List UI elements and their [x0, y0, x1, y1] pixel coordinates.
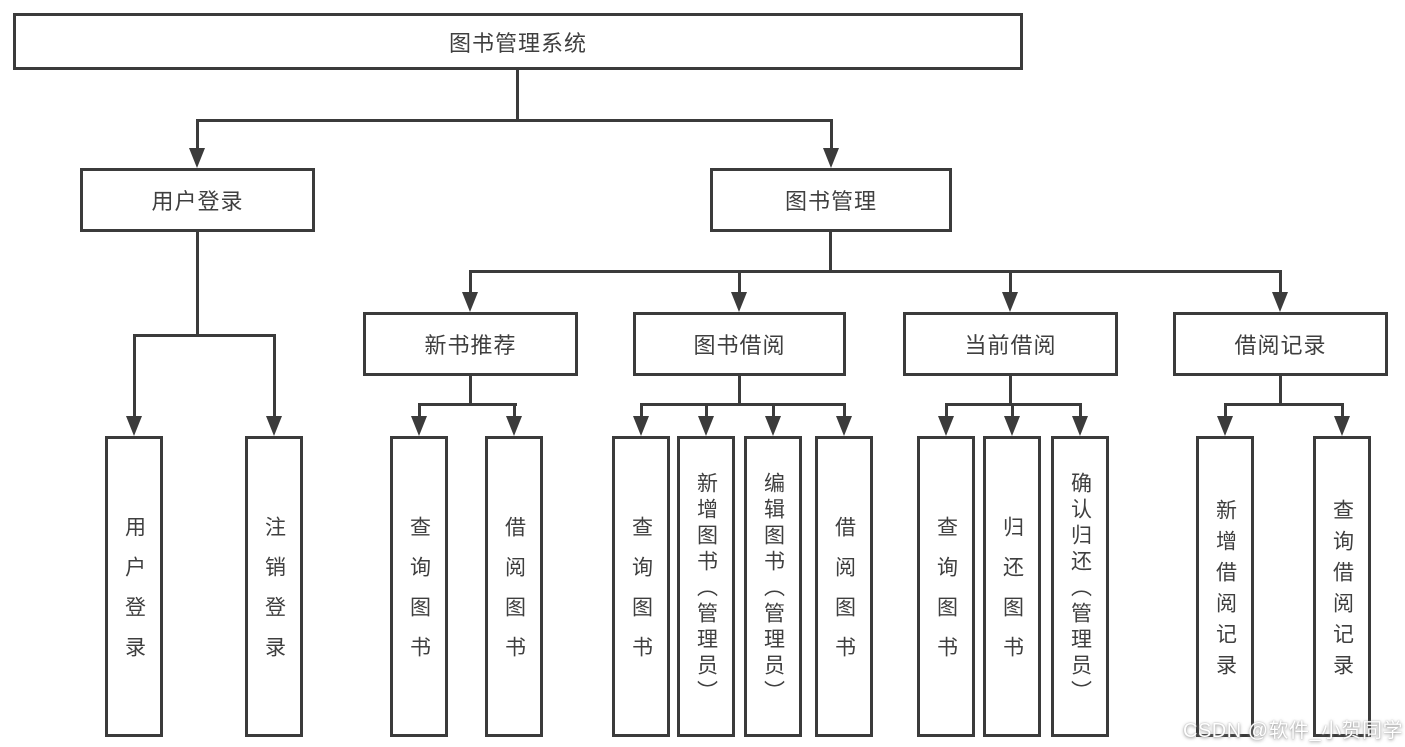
node-leaf-user-login: 用户登录: [105, 436, 163, 737]
arrowhead-icon: [698, 416, 714, 436]
connector-line: [1224, 403, 1227, 418]
connector-line: [1279, 270, 1282, 294]
connector-line: [196, 119, 199, 150]
arrowhead-icon: [765, 416, 781, 436]
node-current-borrow-label: 当前借阅: [964, 333, 1057, 358]
connector-line: [418, 403, 517, 406]
connector-line: [843, 403, 846, 418]
node-borrow-records: 借阅记录: [1173, 312, 1388, 376]
leaf-label: 查询图书: [934, 516, 958, 676]
node-new-book-recommend: 新书推荐: [363, 312, 578, 376]
arrowhead-icon: [126, 416, 142, 436]
leaf-label: 编辑图书（管理员）: [761, 472, 785, 706]
node-book-management: 图书管理: [710, 168, 952, 232]
connector-line: [133, 334, 276, 337]
node-leaf-query-books-current: 查询图书: [917, 436, 975, 737]
node-leaf-edit-books-admin: 编辑图书（管理员）: [744, 436, 802, 737]
arrowhead-icon: [1217, 416, 1233, 436]
node-leaf-add-books-admin: 新增图书（管理员）: [677, 436, 735, 737]
connector-line: [196, 232, 199, 337]
connector-line: [469, 270, 1282, 273]
arrowhead-icon: [411, 416, 427, 436]
arrowhead-icon: [1334, 416, 1350, 436]
node-leaf-borrow-books-recommend: 借阅图书: [485, 436, 543, 737]
node-user-login: 用户登录: [80, 168, 315, 232]
arrowhead-icon: [1272, 292, 1288, 312]
connector-line: [196, 119, 832, 122]
connector-line: [772, 403, 775, 418]
leaf-label: 借阅图书: [832, 516, 856, 676]
node-user-login-label: 用户登录: [151, 189, 244, 214]
connector-line: [830, 119, 833, 150]
arrowhead-icon: [1072, 416, 1088, 436]
connector-line: [1011, 403, 1014, 418]
connector-line: [133, 334, 136, 418]
connector-line: [513, 403, 516, 418]
connector-line: [738, 270, 741, 294]
connector-line: [1341, 403, 1344, 418]
connector-line: [1009, 270, 1012, 294]
arrowhead-icon: [1002, 292, 1018, 312]
connector-line: [516, 70, 519, 121]
leaf-label: 查询图书: [629, 516, 653, 676]
arrowhead-icon: [836, 416, 852, 436]
node-leaf-borrow-books: 借阅图书: [815, 436, 873, 737]
arrowhead-icon: [266, 416, 282, 436]
leaf-label: 借阅图书: [502, 516, 526, 676]
leaf-label: 归还图书: [1000, 516, 1024, 676]
leaf-label: 查询图书: [407, 516, 431, 676]
node-leaf-query-borrow-record: 查询借阅记录: [1313, 436, 1371, 737]
arrowhead-icon: [823, 148, 839, 168]
connector-line: [273, 334, 276, 418]
leaf-label: 用户登录: [122, 516, 146, 676]
node-leaf-return-books: 归还图书: [983, 436, 1041, 737]
arrowhead-icon: [1004, 416, 1020, 436]
node-leaf-query-books-recommend: 查询图书: [390, 436, 448, 737]
connector-line: [1224, 403, 1343, 406]
leaf-label: 确认归还（管理员）: [1068, 472, 1092, 706]
leaf-label: 新增借阅记录: [1213, 498, 1237, 685]
connector-line: [945, 403, 948, 418]
leaf-label: 新增图书（管理员）: [694, 472, 718, 706]
connector-line: [705, 403, 708, 418]
node-borrow-records-label: 借阅记录: [1234, 333, 1327, 358]
connector-line: [829, 232, 832, 273]
connector-line: [738, 376, 741, 406]
node-new-book-recommend-label: 新书推荐: [424, 333, 517, 358]
node-root: 图书管理系统: [13, 13, 1023, 70]
watermark-csdn: CSDN @软件_小贺同学: [1183, 720, 1404, 742]
connector-line: [1009, 376, 1012, 406]
arrowhead-icon: [633, 416, 649, 436]
connector-line: [469, 376, 472, 406]
connector-line: [640, 403, 845, 406]
arrowhead-icon: [506, 416, 522, 436]
node-root-label: 图书管理系统: [448, 30, 587, 56]
arrowhead-icon: [938, 416, 954, 436]
connector-line: [640, 403, 643, 418]
node-leaf-query-books-borrow: 查询图书: [612, 436, 670, 737]
node-leaf-logout: 注销登录: [245, 436, 303, 737]
node-book-borrow-label: 图书借阅: [693, 333, 786, 358]
arrowhead-icon: [462, 292, 478, 312]
node-book-borrow: 图书借阅: [633, 312, 846, 376]
arrowhead-icon: [731, 292, 747, 312]
node-leaf-add-borrow-record: 新增借阅记录: [1196, 436, 1254, 737]
connector-line: [418, 403, 421, 418]
arrowhead-icon: [189, 148, 205, 168]
leaf-label: 注销登录: [262, 516, 286, 676]
connector-line: [469, 270, 472, 294]
connector-line: [1079, 403, 1082, 418]
node-book-management-label: 图书管理: [784, 189, 877, 214]
node-current-borrow: 当前借阅: [903, 312, 1118, 376]
node-leaf-confirm-return-admin: 确认归还（管理员）: [1051, 436, 1109, 737]
leaf-label: 查询借阅记录: [1330, 498, 1354, 685]
connector-line: [1279, 376, 1282, 406]
